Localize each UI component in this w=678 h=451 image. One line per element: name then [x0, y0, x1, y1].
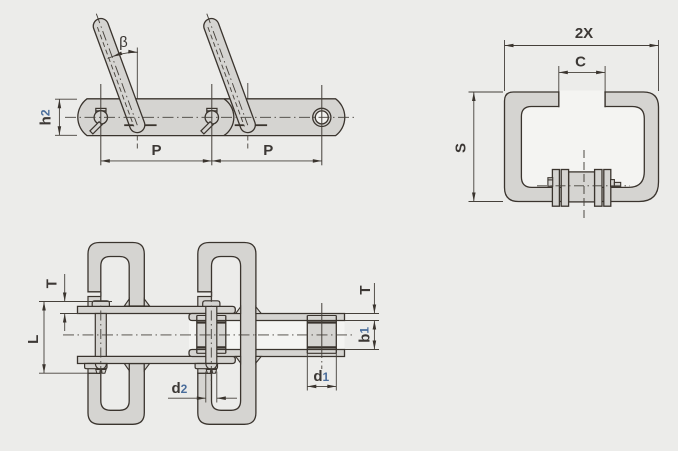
svg-text:L: L [25, 335, 42, 344]
svg-text:d2: d2 [171, 380, 187, 397]
svg-text:P: P [263, 142, 273, 159]
svg-text:T: T [357, 285, 374, 294]
svg-text:b1: b1 [356, 327, 373, 343]
svg-text:P: P [151, 142, 161, 159]
svg-text:C: C [575, 54, 586, 71]
svg-text:2X: 2X [575, 25, 593, 42]
svg-text:T: T [43, 279, 60, 288]
svg-text:S: S [452, 143, 469, 153]
svg-text:d1: d1 [313, 368, 329, 385]
svg-text:h2: h2 [38, 109, 55, 125]
svg-text:β: β [119, 34, 128, 51]
